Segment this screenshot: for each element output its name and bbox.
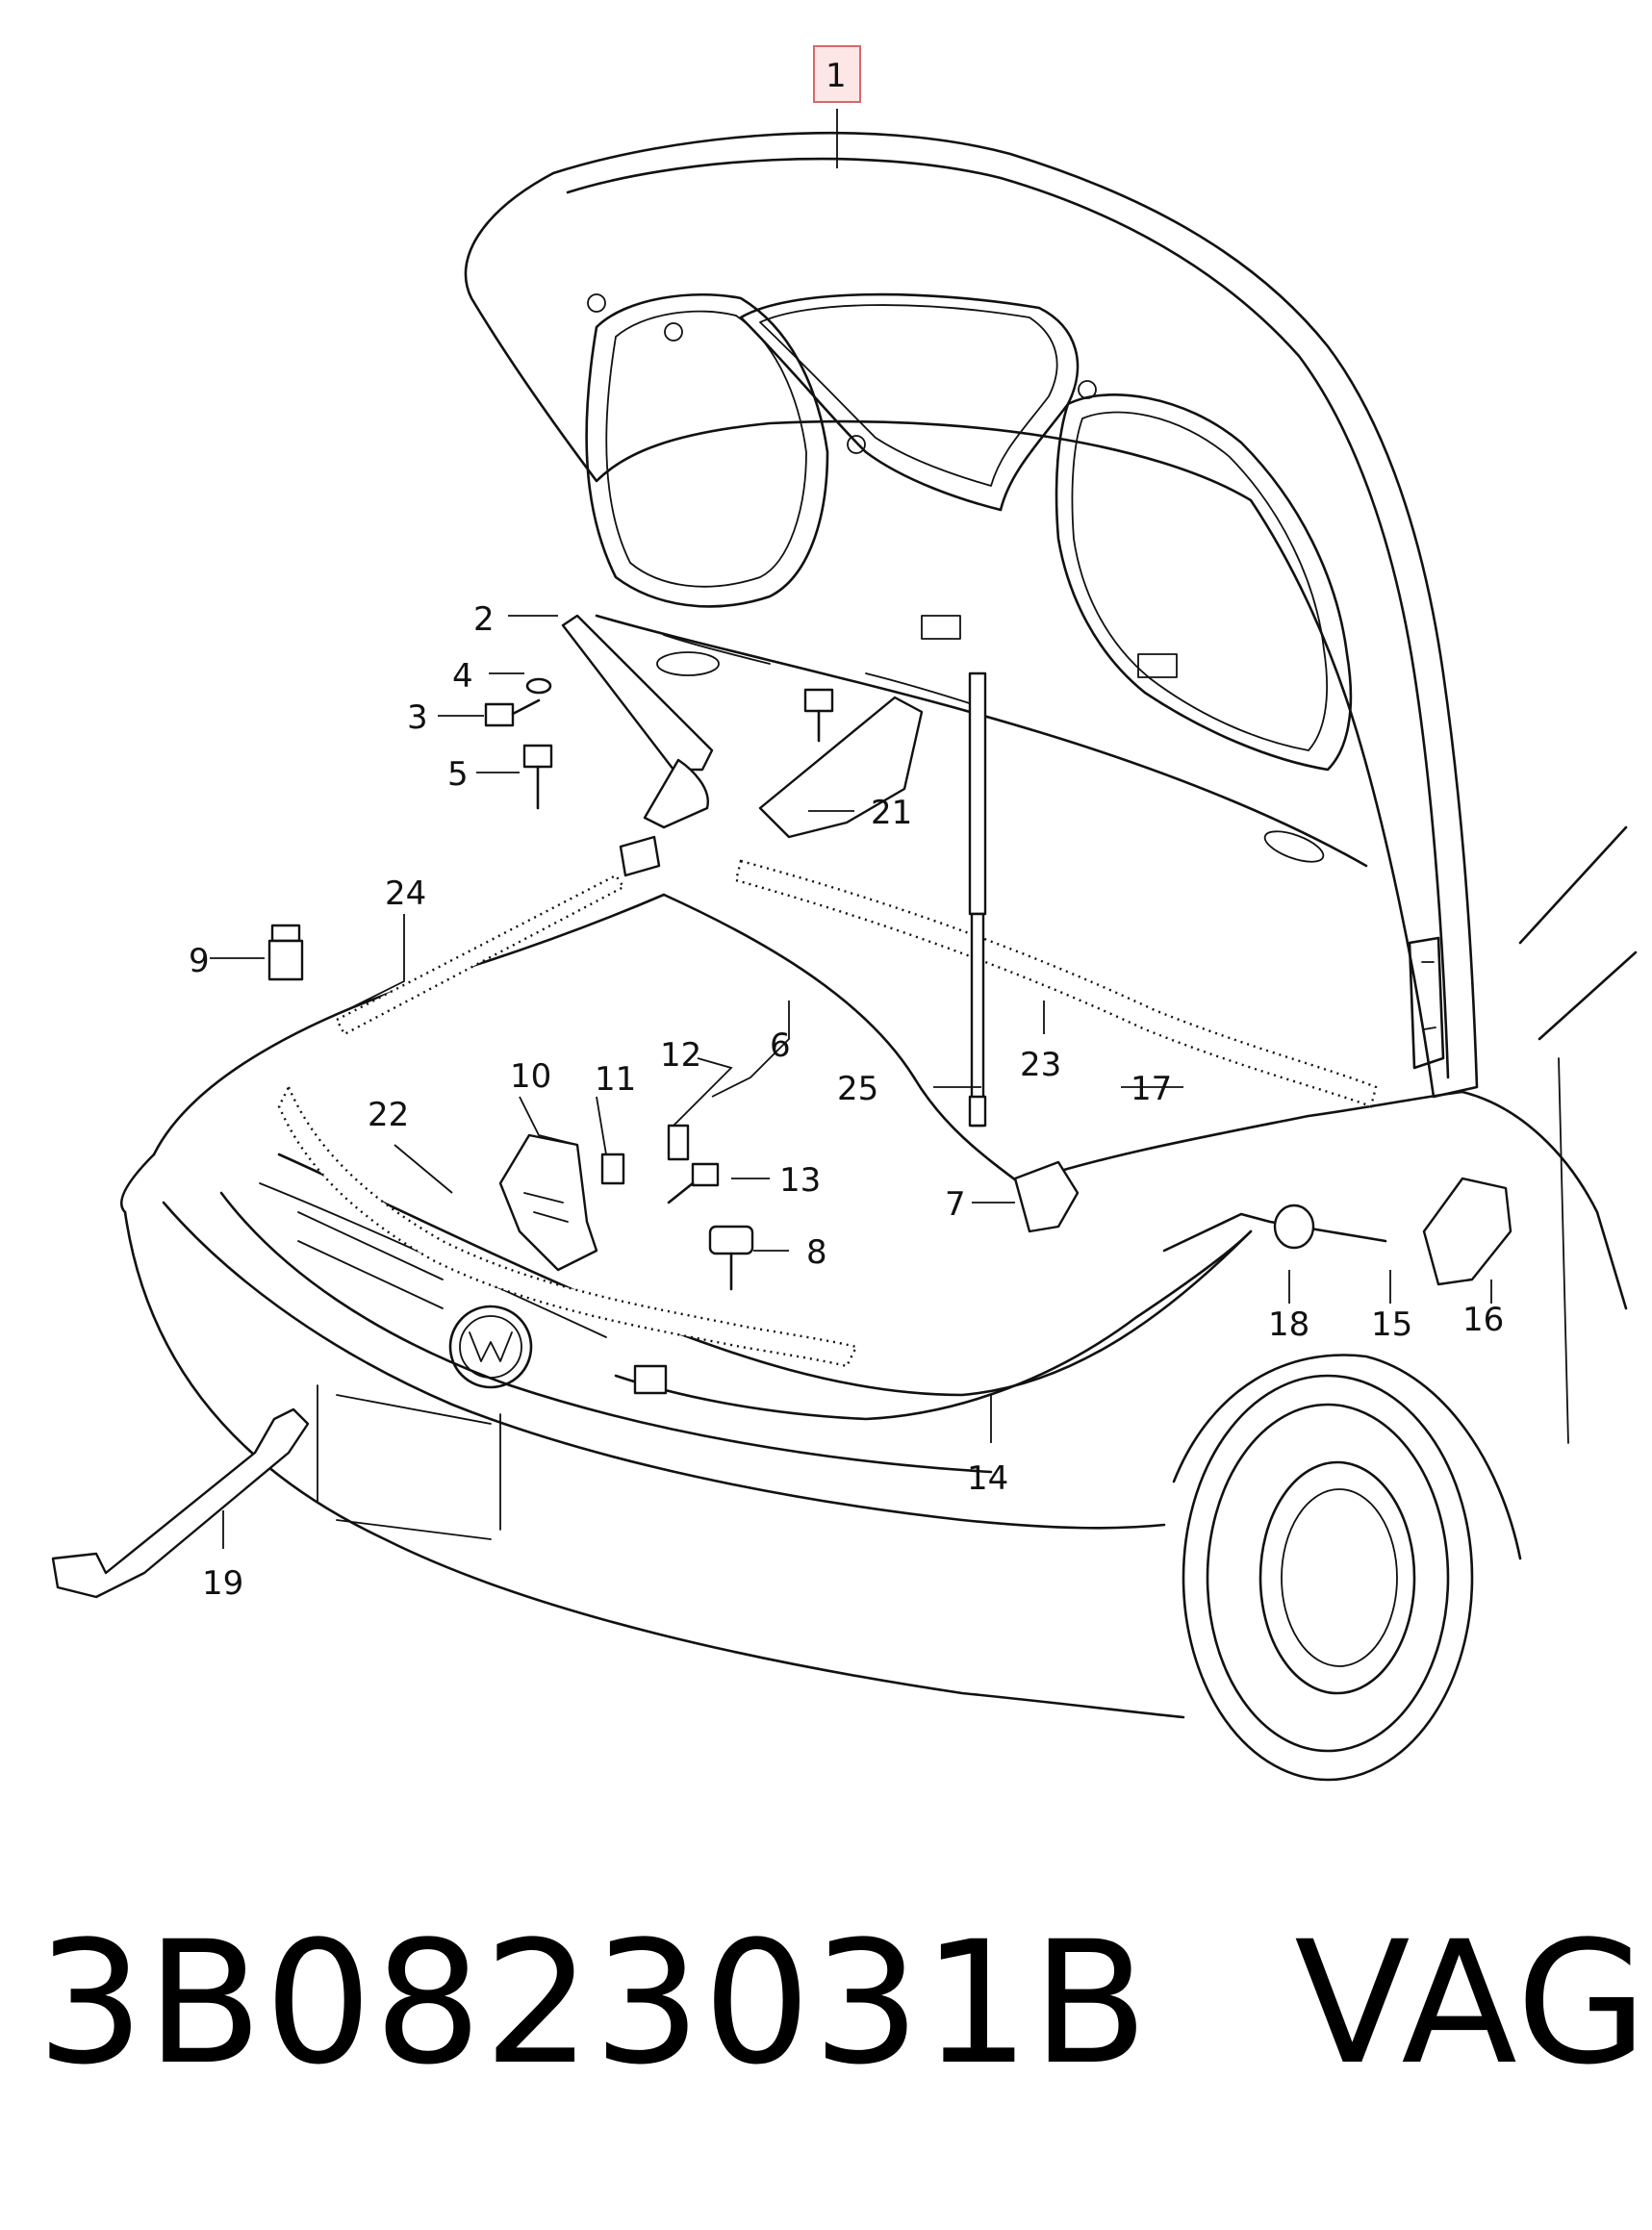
bolt-5 (522, 744, 553, 810)
callout-4: 4 (452, 657, 473, 696)
callout-3: 3 (407, 698, 428, 737)
release-cable (614, 1229, 1253, 1421)
hood-hinge (561, 614, 714, 877)
callout-21: 21 (871, 794, 912, 832)
callout-18: 18 (1268, 1305, 1309, 1344)
callout-8: 8 (806, 1233, 827, 1272)
bracket-7 (1013, 1160, 1080, 1233)
clip-11 (600, 1153, 625, 1185)
leader-lines (210, 109, 1492, 1549)
callout-24: 24 (385, 874, 426, 913)
grommet-18 (1273, 1204, 1315, 1250)
callout-11: 11 (595, 1060, 636, 1099)
bolt-3 (484, 698, 541, 727)
seal-24 (335, 874, 625, 1036)
bolt-13 (667, 1162, 720, 1204)
clip-12 (667, 1124, 690, 1161)
callout-6: 6 (770, 1026, 791, 1065)
release-lever-16 (1422, 1177, 1512, 1286)
callout-25: 25 (837, 1070, 878, 1108)
callout-15: 15 (1371, 1305, 1412, 1344)
callout-9: 9 (189, 942, 210, 980)
part-number: 3B0823031B (37, 1905, 1151, 2102)
cable-18 (1162, 1212, 1387, 1253)
callout-12: 12 (660, 1036, 701, 1075)
callout-1: 1 (826, 57, 847, 95)
buffer-9 (267, 924, 304, 981)
hood-lock (498, 1133, 598, 1272)
seal-22 (277, 1084, 858, 1368)
grille-and-emblem (297, 1211, 533, 1389)
bolt-21 (803, 688, 834, 743)
callout-19: 19 (202, 1564, 243, 1603)
callout-16: 16 (1462, 1301, 1504, 1339)
brand-label: VAG (1294, 1905, 1650, 2102)
cable-end (633, 1364, 668, 1395)
part-21 (758, 696, 924, 839)
callout-14: 14 (967, 1459, 1008, 1498)
washer-4 (525, 677, 552, 695)
callout-labels: 1 2 4 3 5 21 24 9 22 10 11 12 6 25 23 17… (189, 45, 1504, 1603)
callout-7: 7 (945, 1185, 966, 1224)
callout-5: 5 (447, 755, 469, 794)
prop-rod-19 (51, 1407, 310, 1599)
callout-17: 17 (1131, 1070, 1172, 1108)
front-wheel (1172, 1354, 1522, 1782)
buffer-8 (708, 1225, 754, 1291)
car-body (119, 825, 1638, 1719)
seal-23 (734, 859, 1378, 1108)
gas-strut (968, 672, 987, 1128)
callout-23: 23 (1020, 1046, 1061, 1084)
callout-1-highlight (813, 45, 861, 103)
callout-13: 13 (779, 1161, 821, 1200)
callout-2: 2 (473, 600, 495, 639)
callout-22: 22 (368, 1096, 409, 1134)
callout-10: 10 (510, 1057, 551, 1096)
